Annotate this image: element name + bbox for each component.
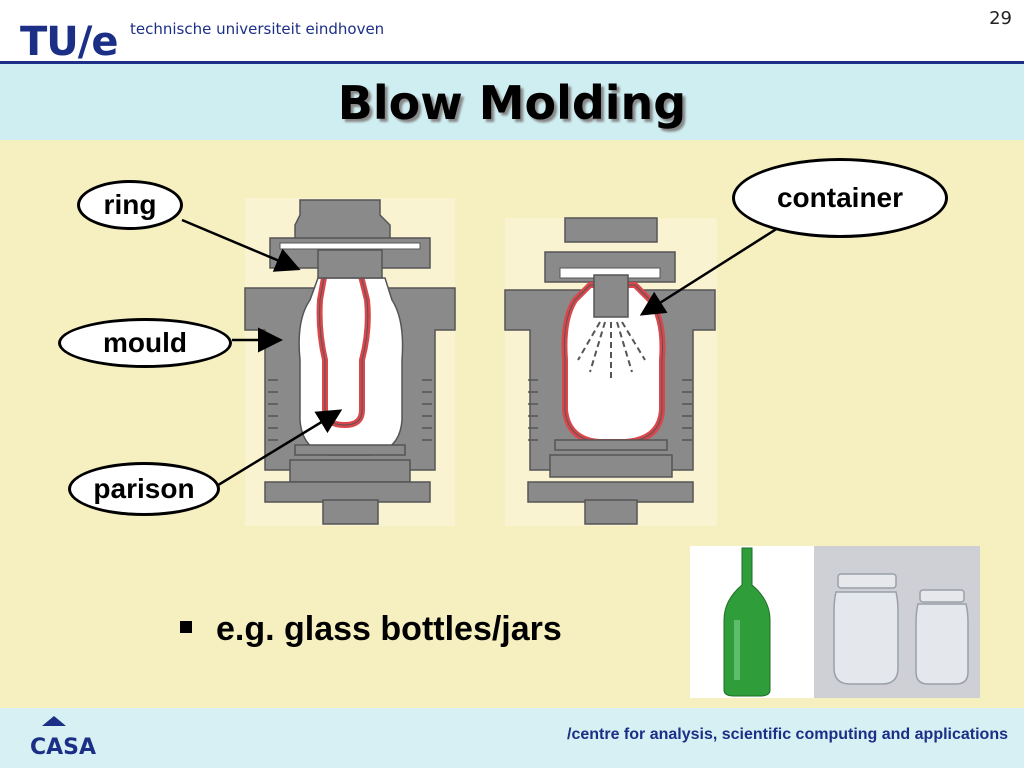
bullet-text: e.g. glass bottles/jars — [216, 610, 562, 648]
label-container: container — [732, 158, 948, 238]
header: TU/e technische universiteit eindhoven 2… — [0, 0, 1024, 65]
label-ring: ring — [77, 180, 183, 230]
university-name: technische universiteit eindhoven — [130, 20, 385, 38]
bottles-jars-photo — [690, 546, 980, 698]
tue-logo: TU/e — [20, 19, 119, 65]
bullet-square-icon — [180, 621, 192, 634]
left-mould-illustration — [244, 198, 456, 526]
footer — [0, 708, 1024, 768]
label-mould: mould — [58, 318, 232, 368]
slide-number: 29 — [989, 8, 1012, 29]
casa-logo-text: CASA — [30, 735, 96, 760]
label-parison: parison — [68, 462, 220, 516]
label-arrows — [181, 218, 779, 492]
header-divider — [0, 61, 1024, 64]
title-band — [0, 64, 1024, 140]
footer-text: /centre for analysis, scientific computi… — [567, 726, 1008, 743]
right-mould-illustration — [504, 217, 717, 526]
bullet-item: e.g. glass bottles/jars — [180, 610, 562, 649]
casa-logo: CASA — [30, 716, 96, 760]
slide-title: Blow Molding — [337, 76, 687, 130]
